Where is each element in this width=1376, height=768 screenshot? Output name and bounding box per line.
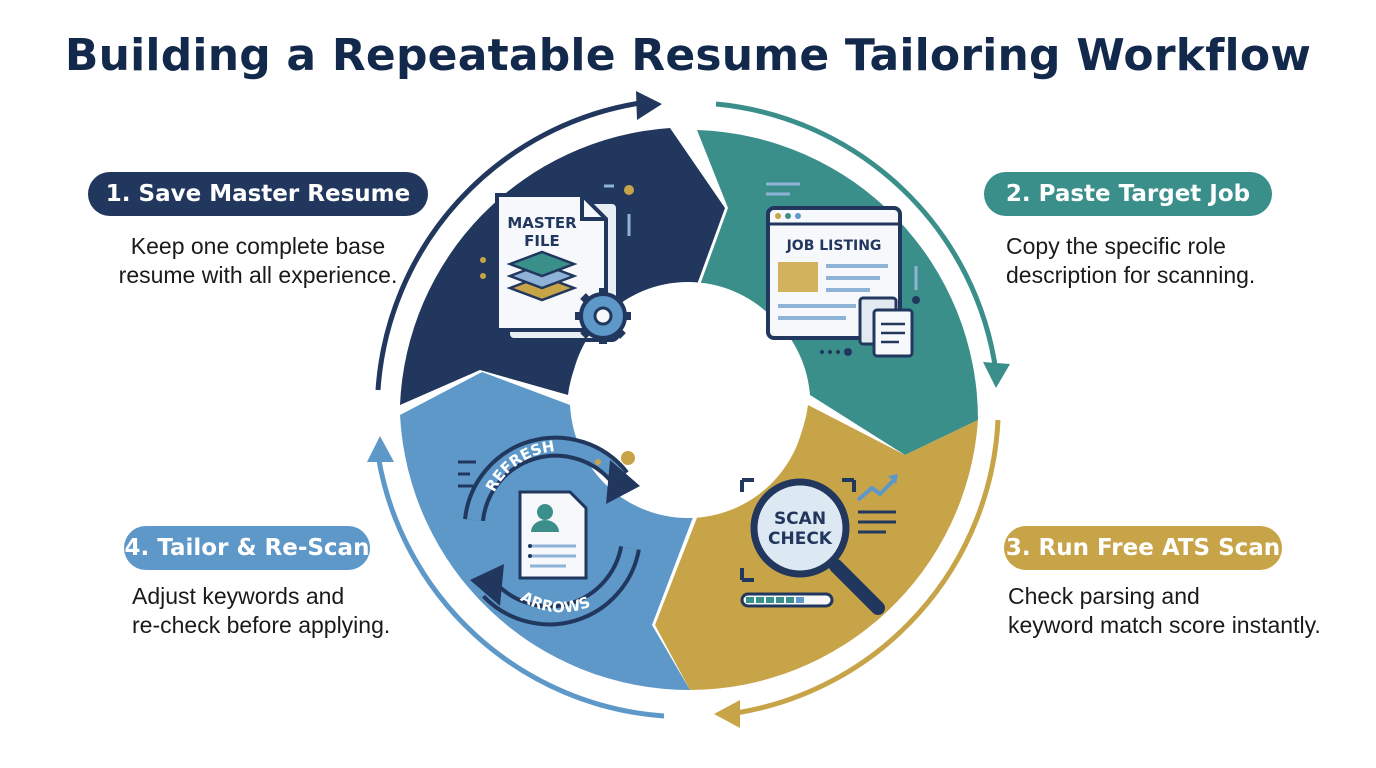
step-4-description-line-1: Adjust keywords and bbox=[132, 583, 345, 609]
arrow-head-icon bbox=[636, 91, 662, 120]
svg-text:SCAN: SCAN bbox=[774, 509, 826, 529]
step-2-description: Copy the specific role description for s… bbox=[1006, 232, 1336, 290]
step-3-description: Check parsing and keyword match score in… bbox=[1008, 582, 1368, 640]
step-3-description-line-2: keyword match score instantly. bbox=[1008, 612, 1321, 638]
magnifier-scan-icon: SCAN CHECK bbox=[740, 474, 898, 615]
step-2-label: 2. Paste Target Job bbox=[984, 172, 1272, 216]
step-2-description-line-2: description for scanning. bbox=[1006, 262, 1256, 288]
step-1-description-line-1: Keep one complete base bbox=[130, 233, 386, 259]
page-title: Building a Repeatable Resume Tailoring W… bbox=[64, 30, 1312, 81]
gear-icon bbox=[575, 288, 631, 344]
svg-text:FILE: FILE bbox=[524, 232, 560, 250]
trend-up-icon bbox=[856, 474, 898, 502]
copy-document-icon bbox=[858, 296, 914, 358]
step-1-label: 1. Save Master Resume bbox=[88, 172, 428, 216]
step-1-description-line-2: resume with all experience. bbox=[118, 262, 398, 288]
layers-icon bbox=[506, 250, 578, 302]
scan-progress-bar bbox=[740, 592, 834, 608]
step-2-description-line-1: Copy the specific role bbox=[1006, 233, 1226, 259]
arrow-head-icon bbox=[983, 362, 1010, 388]
svg-text:MASTER: MASTER bbox=[507, 214, 577, 232]
step-4-description: Adjust keywords and re-check before appl… bbox=[132, 582, 432, 640]
svg-text:CHECK: CHECK bbox=[768, 529, 833, 549]
job-listing-icon: JOB LISTING bbox=[766, 182, 920, 358]
outer-cycle-arcs bbox=[367, 91, 1010, 728]
step-1-description: Keep one complete base resume with all e… bbox=[98, 232, 418, 290]
step-4-description-line-2: re-check before applying. bbox=[132, 612, 391, 638]
step-3-description-line-1: Check parsing and bbox=[1008, 583, 1200, 609]
step-4-label: 4. Tailor & Re-Scan bbox=[124, 526, 370, 570]
profile-document-icon bbox=[518, 490, 588, 580]
arrow-head-icon bbox=[367, 436, 394, 462]
arrow-head-icon bbox=[714, 700, 740, 728]
master-file-icon: MASTER FILE bbox=[480, 184, 634, 344]
step-3-label: 3. Run Free ATS Scan bbox=[1004, 526, 1282, 570]
svg-text:JOB LISTING: JOB LISTING bbox=[786, 238, 882, 254]
